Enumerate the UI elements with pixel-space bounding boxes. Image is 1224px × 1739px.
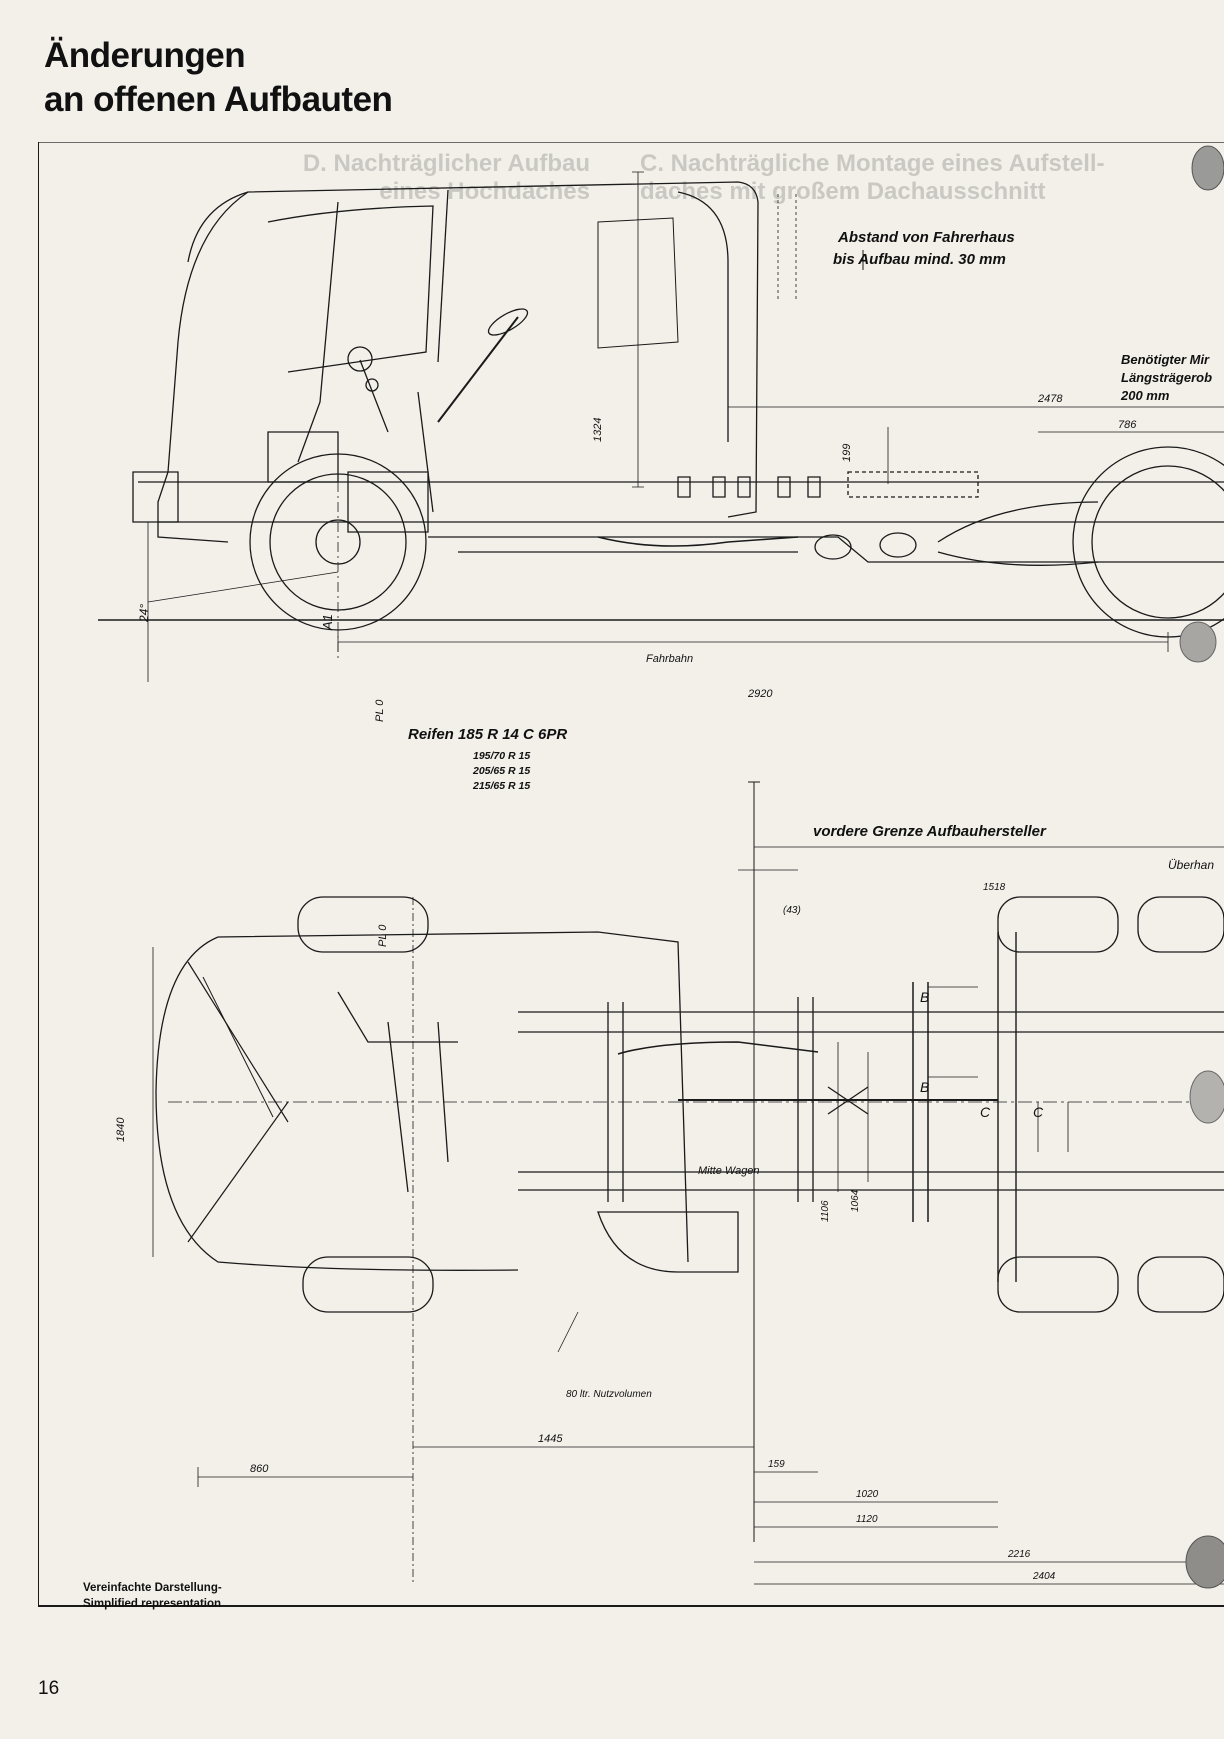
dim-1020: 1020 bbox=[856, 1489, 879, 1500]
overhang-label: Überhan bbox=[1168, 858, 1214, 872]
technical-drawing: Abstand von Fahrerhaus bis Aufbau mind. … bbox=[38, 142, 1224, 1607]
dim-1840: 1840 bbox=[115, 1117, 127, 1142]
cab-gap-note-line-2: bis Aufbau mind. 30 mm bbox=[833, 251, 1006, 268]
pl0-plan-label: PL 0 bbox=[377, 924, 389, 947]
dim-cab-height: 1324 bbox=[592, 418, 604, 442]
caption-line-1: Vereinfachte Darstellung- bbox=[83, 1582, 222, 1594]
dim-1064: 1064 bbox=[850, 1189, 861, 1212]
page-title-line-2: an offenen Aufbauten bbox=[44, 80, 393, 119]
dim-2920: 2920 bbox=[747, 688, 773, 700]
dim-860: 860 bbox=[250, 1463, 269, 1475]
dim-1106: 1106 bbox=[820, 1200, 831, 1222]
caption-line-2: Simplified representation bbox=[83, 1598, 222, 1610]
road-label: Fahrbahn bbox=[646, 653, 693, 665]
tyre-alt-1: 195/70 R 15 bbox=[473, 750, 530, 762]
boundary-label: vordere Grenze Aufbauhersteller bbox=[813, 823, 1047, 840]
marker-b-top: B bbox=[920, 989, 929, 1005]
page-title: Änderungen an offenen Aufbauten bbox=[44, 34, 393, 122]
dim-frame-height: 199 bbox=[841, 444, 853, 462]
drawing-caption: Vereinfachte Darstellung- Simplified rep… bbox=[83, 1580, 222, 1612]
angle-label: 24° bbox=[137, 604, 151, 623]
tyre-alt-3: 215/65 R 15 bbox=[472, 780, 530, 792]
dim-786: 786 bbox=[1118, 419, 1137, 431]
marker-c-left: C bbox=[980, 1104, 991, 1120]
frame-note-line-2: Längsträgerob bbox=[1121, 370, 1212, 385]
showthrough-heading-c: C. Nachträgliche Montage eines Aufstell-… bbox=[640, 150, 1105, 205]
centre-label: Mitte Wagen bbox=[698, 1165, 760, 1177]
frame-note-line-3: 200 mm bbox=[1120, 388, 1170, 403]
page-title-line-1: Änderungen bbox=[44, 36, 246, 75]
dim-43: (43) bbox=[783, 905, 801, 916]
dim-2404: 2404 bbox=[1032, 1571, 1056, 1582]
tank-label: 80 ltr. Nutzvolumen bbox=[566, 1389, 652, 1400]
marker-c-right: C bbox=[1033, 1104, 1044, 1120]
dim-159: 159 bbox=[768, 1459, 785, 1470]
pl0-side-label: PL 0 bbox=[374, 699, 386, 722]
dim-1445: 1445 bbox=[538, 1433, 563, 1445]
dim-1518: 1518 bbox=[983, 882, 1006, 893]
a1-label: A1 bbox=[320, 614, 335, 631]
dim-2478: 2478 bbox=[1037, 393, 1063, 405]
marker-b-bottom: B bbox=[920, 1079, 929, 1095]
dim-2216: 2216 bbox=[1007, 1549, 1031, 1560]
dim-1120: 1120 bbox=[856, 1514, 878, 1525]
frame-note-line-1: Benötigter Mir bbox=[1121, 352, 1210, 367]
tyre-alt-2: 205/65 R 15 bbox=[472, 765, 530, 777]
tyre-main: Reifen 185 R 14 C 6PR bbox=[408, 726, 567, 743]
cab-gap-note-line-1: Abstand von Fahrerhaus bbox=[837, 229, 1015, 246]
page-number: 16 bbox=[38, 1678, 60, 1699]
